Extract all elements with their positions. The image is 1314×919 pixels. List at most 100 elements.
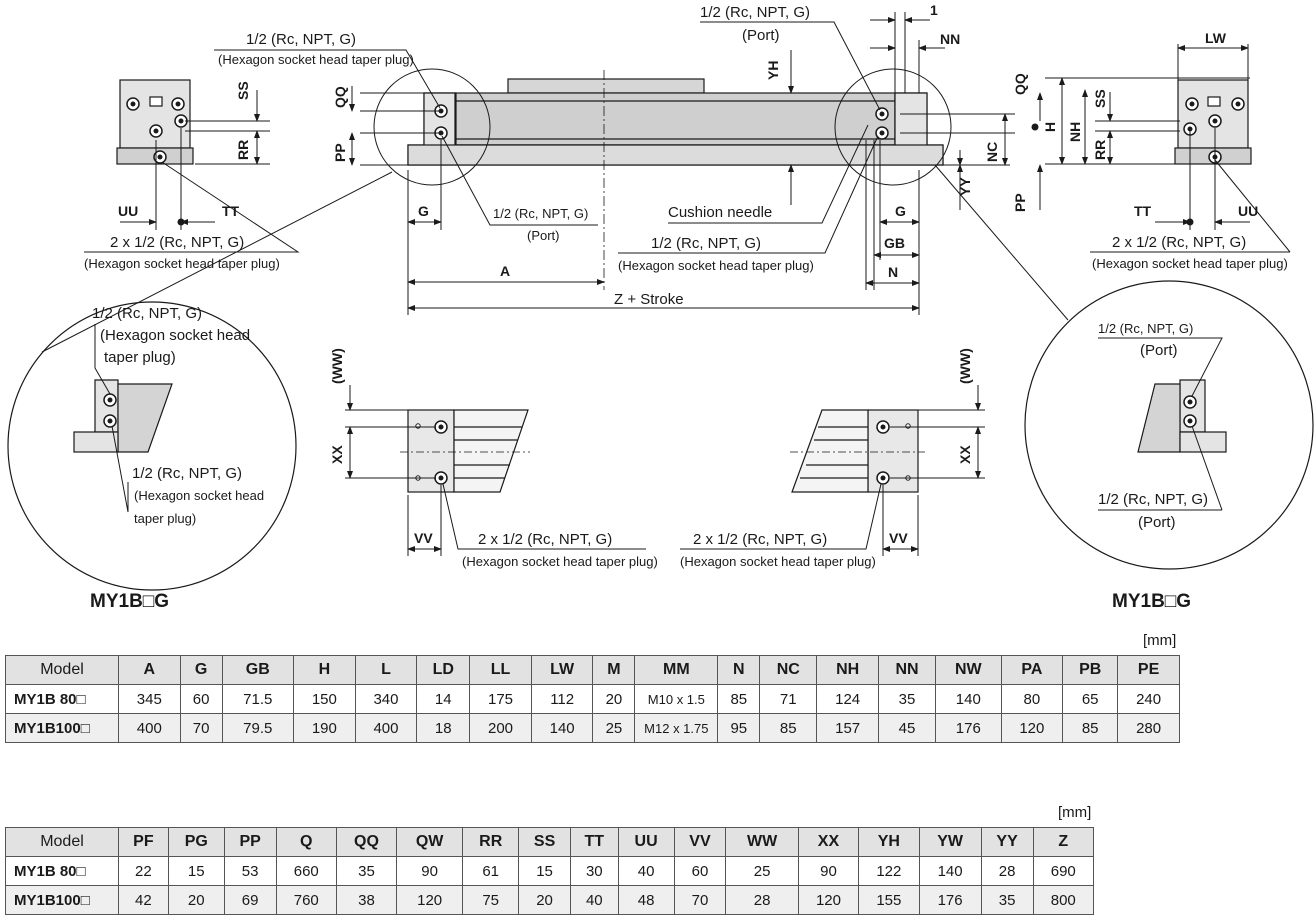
- table-cell: 200: [469, 713, 532, 743]
- table-header-cell: NH: [816, 655, 879, 685]
- zoom-circle-right: [1024, 280, 1314, 570]
- zoom-left-bot-sub: (Hexagon socket head: [134, 488, 264, 503]
- table-cell: 35: [980, 885, 1034, 915]
- table2-unit: [mm]: [1058, 804, 1092, 821]
- table-cell: 70: [179, 713, 223, 743]
- table-header-cell: GB: [221, 655, 295, 685]
- dim-G-right: G: [895, 203, 906, 219]
- table-cell: 30: [569, 856, 619, 886]
- table-header-cell: PE: [1117, 655, 1180, 685]
- model-cell: MY1B 80□: [5, 684, 119, 714]
- table-cell: 71: [759, 684, 818, 714]
- dim-NC: NC: [984, 142, 1000, 162]
- table-header-cell: TT: [569, 827, 619, 857]
- cylinder-body: [407, 70, 944, 290]
- two-plug-sub-right: (Hexagon socket head taper plug): [1092, 256, 1288, 271]
- table-header-cell: QQ: [335, 827, 398, 857]
- port-sub-label: (Port): [742, 27, 780, 44]
- table-cell: 176: [935, 713, 1002, 743]
- table-header-cell: NC: [759, 655, 818, 685]
- table-header-cell: N: [717, 655, 761, 685]
- zoom-right-top-sub: (Port): [1140, 342, 1178, 359]
- model-cell: MY1B 80□: [5, 856, 119, 886]
- table-cell: 22: [118, 856, 169, 886]
- table-header-cell: MM: [634, 655, 719, 685]
- table-cell: 400: [354, 713, 418, 743]
- dim-TT-right: TT: [1134, 203, 1152, 219]
- table-header-cell: LL: [469, 655, 532, 685]
- table-cell: 18: [416, 713, 471, 743]
- zoom-left-bot-label: 1/2 (Rc, NPT, G): [132, 465, 242, 482]
- table-cell: 20: [518, 885, 571, 915]
- two-plug-sub-bl: (Hexagon socket head taper plug): [462, 554, 658, 569]
- dim-XX-right: XX: [957, 445, 973, 464]
- plug-label: 1/2 (Rc, NPT, G): [246, 31, 356, 48]
- dim-NH: NH: [1067, 122, 1083, 142]
- table-cell: 176: [918, 885, 982, 915]
- dim-VV-left: VV: [414, 530, 433, 546]
- table-row: MY1B 80□ 345 60 71.5 150 340 14 175 112 …: [5, 684, 1180, 714]
- table-cell: 280: [1117, 713, 1180, 743]
- dimension-table-1: Model A G GB H L LD LL LW M MM N NC NH N…: [5, 655, 1180, 743]
- table-header-cell: Model: [5, 827, 119, 857]
- top-view-right: [790, 409, 925, 493]
- dim-QQ-left: QQ: [332, 86, 348, 108]
- two-plug-sub-left: (Hexagon socket head taper plug): [84, 256, 280, 271]
- table-cell: 140: [935, 684, 1002, 714]
- zoom-circle-left: [7, 301, 297, 591]
- table-header-cell: Z: [1032, 827, 1094, 857]
- table-cell: 800: [1032, 885, 1094, 915]
- detail-circle: [834, 68, 952, 186]
- z-stroke-label: Z + Stroke: [614, 291, 684, 308]
- table-header-cell: NW: [935, 655, 1002, 685]
- left-end-view: [116, 79, 194, 165]
- table-cell: 79.5: [221, 713, 295, 743]
- table-cell: 175: [469, 684, 532, 714]
- zoom-detail-right: [1137, 379, 1227, 453]
- zoom-left-top-sub: (Hexagon socket head: [100, 327, 250, 344]
- table-cell: 150: [293, 684, 356, 714]
- table-cell: 760: [275, 885, 337, 915]
- table-header-cell: XX: [797, 827, 860, 857]
- dim-N: N: [888, 264, 898, 280]
- table-cell: 25: [725, 856, 799, 886]
- dim-YH: YH: [765, 61, 781, 80]
- table-header-cell: LW: [530, 655, 594, 685]
- table-header-cell: Q: [275, 827, 337, 857]
- cushion-needle-label: Cushion needle: [668, 204, 772, 221]
- table-cell: 42: [118, 885, 169, 915]
- table-cell: 345: [118, 684, 181, 714]
- table-cell: 60: [179, 684, 223, 714]
- table-header-cell: LD: [416, 655, 471, 685]
- table-header-cell: YH: [858, 827, 920, 857]
- table-row: MY1B 80□ 22 15 53 660 35 90 61 15 30 40 …: [5, 856, 1094, 886]
- table-cell: 28: [980, 856, 1034, 886]
- dim-RR-left: RR: [235, 140, 251, 160]
- table-cell: 15: [167, 856, 225, 886]
- table-cell: 61: [462, 856, 520, 886]
- dim-WW-right: (WW): [957, 348, 973, 384]
- table-cell: 15: [518, 856, 571, 886]
- table-cell: 71.5: [221, 684, 295, 714]
- table-header-cell: RR: [462, 827, 520, 857]
- dim-RR-right: RR: [1092, 140, 1108, 160]
- port-center-label: 1/2 (Rc, NPT, G): [493, 206, 588, 221]
- table-cell: 40: [617, 856, 675, 886]
- table-cell: 95: [717, 713, 761, 743]
- dim-SS-left: SS: [235, 81, 251, 100]
- table-cell: 48: [617, 885, 675, 915]
- table-header-cell: NN: [877, 655, 937, 685]
- table-cell: 35: [335, 856, 398, 886]
- table-cell: 124: [816, 684, 879, 714]
- dim-TT-left: TT: [222, 203, 240, 219]
- table-row: MY1B100□ 42 20 69 760 38 120 75 20 40 48…: [5, 885, 1094, 915]
- table-cell: 20: [592, 684, 636, 714]
- table-header-cell: A: [118, 655, 181, 685]
- table-cell: 340: [354, 684, 418, 714]
- table-cell: 90: [797, 856, 860, 886]
- table-header-cell: YW: [918, 827, 982, 857]
- zoom-right-bot-sub: (Port): [1138, 514, 1176, 531]
- table-cell: 28: [725, 885, 799, 915]
- dim-GB: GB: [884, 235, 905, 251]
- table-header-cell: PB: [1062, 655, 1119, 685]
